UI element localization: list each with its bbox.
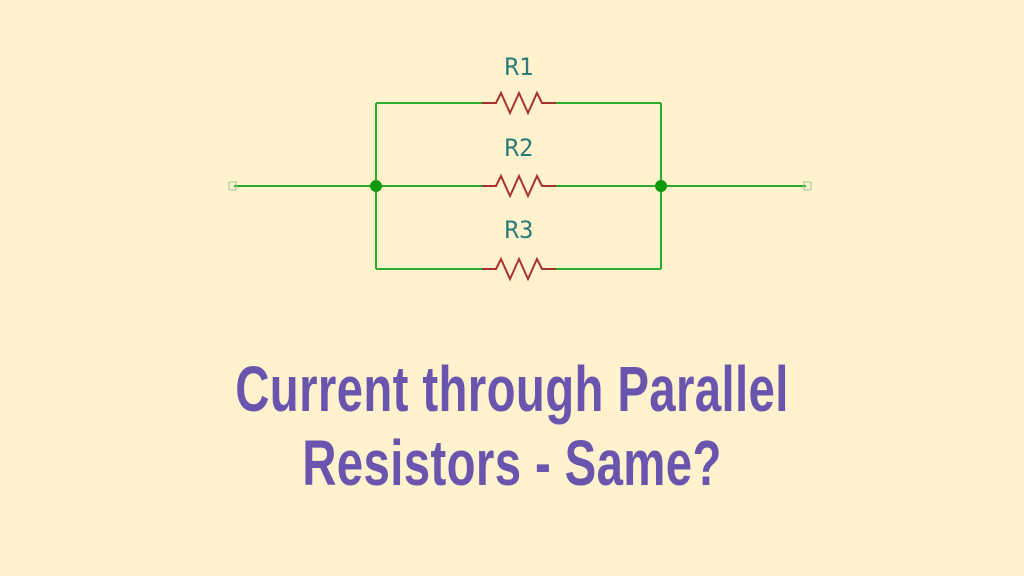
resistor-r2-symbol — [482, 173, 556, 199]
resistor-r2-label: R2 — [505, 134, 534, 162]
resistor-r1-label: R1 — [505, 53, 534, 81]
caption-line-2: Resistors - Same? — [302, 427, 722, 499]
caption-title: Current through Parallel Resistors - Sam… — [133, 352, 891, 500]
parallel-resistor-schematic: R1 R2 R3 — [228, 53, 812, 282]
right-junction-dot — [655, 180, 667, 192]
resistor-r3-symbol — [482, 256, 556, 282]
resistor-r1-symbol — [482, 90, 556, 116]
caption-line-1: Current through Parallel — [235, 353, 789, 425]
left-junction-dot — [370, 180, 382, 192]
output-terminal — [803, 181, 812, 191]
input-terminal — [228, 181, 237, 191]
resistor-r3-label: R3 — [505, 216, 534, 244]
